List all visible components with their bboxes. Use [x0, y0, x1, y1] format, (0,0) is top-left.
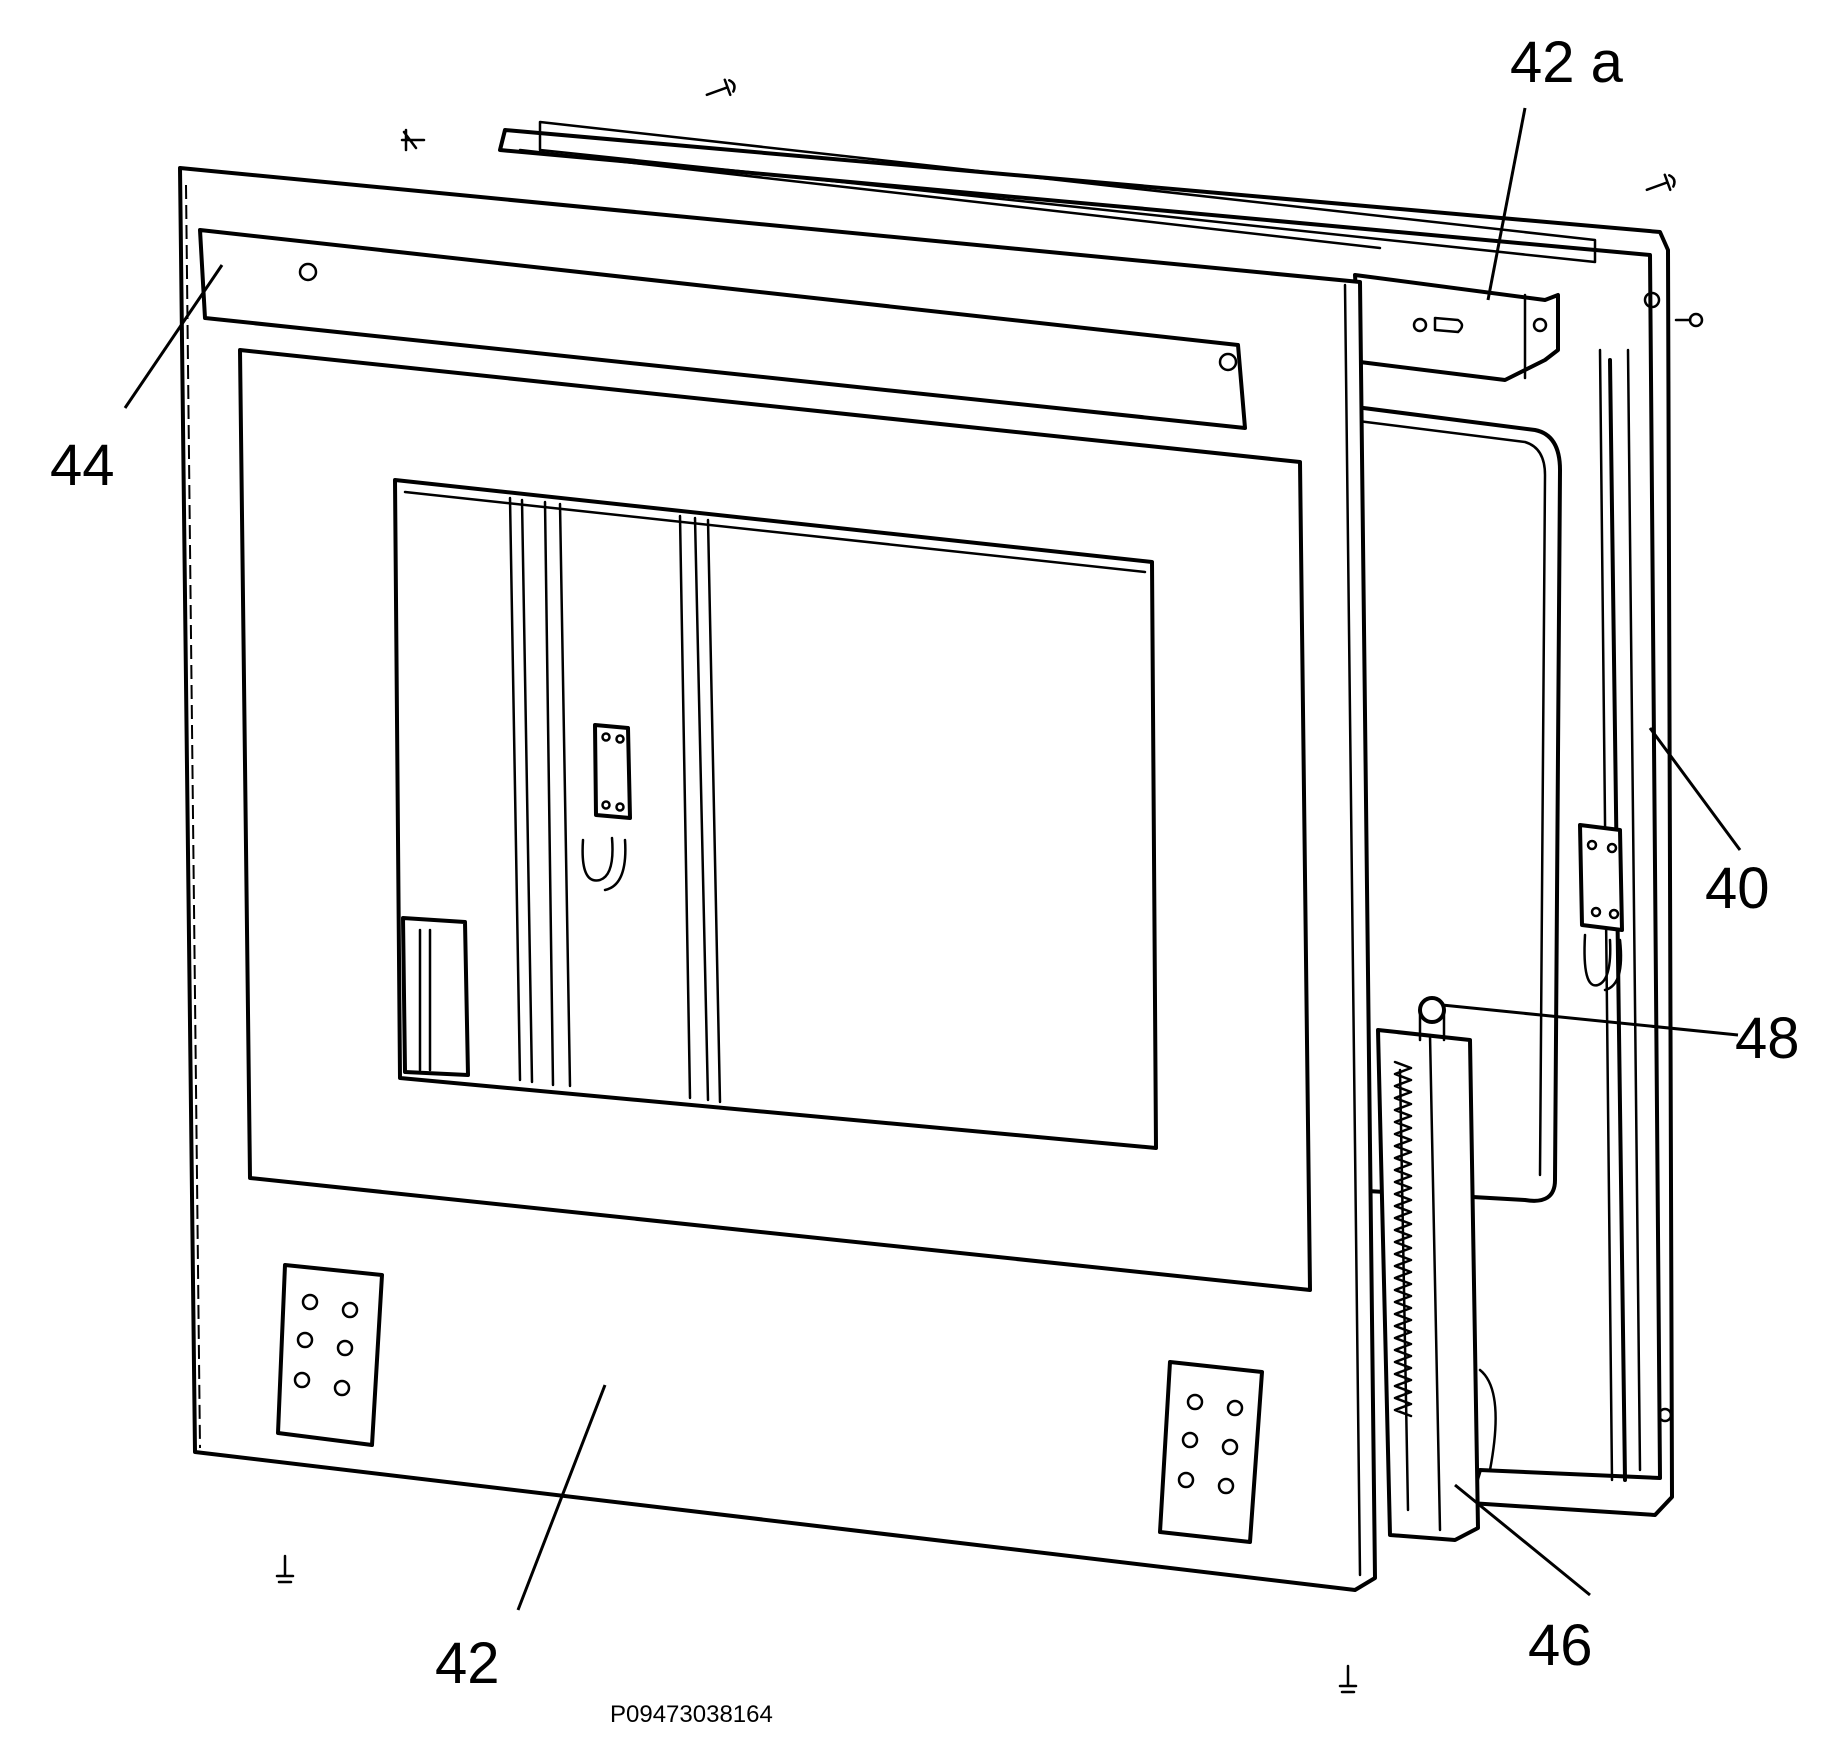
reference-labels: 42 a 44 40 48 42 46	[50, 30, 1800, 1696]
figure-id-code: P09473038164	[610, 1701, 773, 1728]
label-44: 44	[50, 433, 115, 498]
front-door-panel	[178, 166, 1377, 1592]
screw-icon	[400, 128, 426, 152]
screw-icon	[1645, 173, 1676, 192]
vent-holes	[293, 1293, 1244, 1495]
hinge-assembly	[1376, 996, 1497, 1542]
screw-icon	[705, 78, 736, 97]
screw-icon	[1338, 1664, 1358, 1694]
label-48: 48	[1735, 1006, 1800, 1071]
screws	[275, 78, 1704, 1694]
screw-icon	[275, 1554, 295, 1584]
screw-icon	[1674, 312, 1704, 328]
leader-lines	[123, 107, 1742, 1611]
label-46: 46	[1528, 1613, 1593, 1678]
label-40: 40	[1705, 856, 1770, 921]
label-42a: 42 a	[1510, 30, 1624, 95]
label-42: 42	[435, 1631, 500, 1696]
top-bracket	[1353, 273, 1560, 382]
